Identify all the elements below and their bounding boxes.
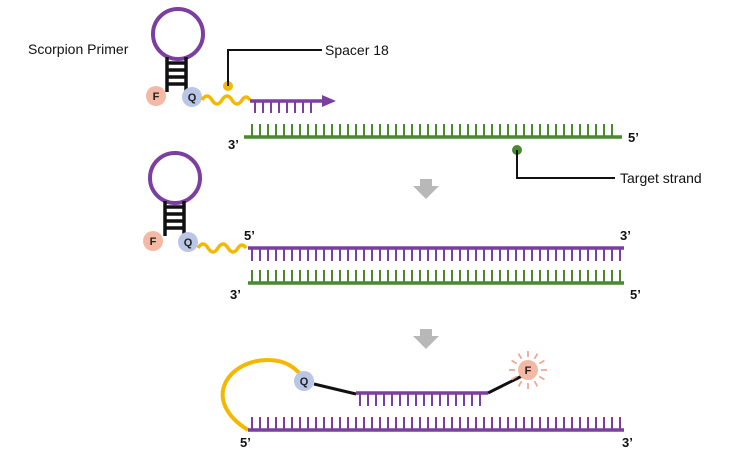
extension-arrowhead [322, 95, 336, 107]
panel-3-probe-binding: Q F 5’ 3’ [220, 351, 633, 450]
starburst-ray [533, 380, 539, 387]
quencher: Q [178, 232, 198, 252]
target-3-end: 3’ [228, 137, 239, 152]
starburst-icon [509, 351, 547, 389]
primer-5-end: 5’ [244, 228, 255, 243]
spacer-linker [196, 242, 248, 254]
spacer-linker [200, 94, 252, 106]
spacer-linker [220, 357, 306, 432]
starburst-ray [538, 375, 545, 381]
starburst-ray [533, 353, 539, 360]
scorpion-primer-label: Scorpion Primer [28, 41, 129, 57]
probe-linker [313, 382, 357, 396]
starburst-ray [511, 359, 518, 365]
target-strand-label: Target strand [620, 170, 702, 186]
probe-linker [487, 374, 523, 395]
quencher-label: Q [300, 376, 309, 388]
target-5-end: 5’ [628, 130, 639, 145]
probe-segment [356, 391, 488, 406]
strand-3-end: 3’ [622, 435, 633, 450]
primer-strand [250, 99, 322, 113]
primer-3-end: 3’ [620, 228, 631, 243]
fluorophore-label: F [150, 236, 157, 248]
quencher-label: Q [188, 92, 197, 104]
extended-primer-strand [248, 246, 624, 261]
quencher: Q [182, 87, 202, 107]
strand-5-end: 5’ [240, 435, 251, 450]
down-arrow-icon [413, 179, 439, 199]
target-5-end: 5’ [630, 287, 641, 302]
target-pointer [512, 145, 615, 179]
target-3-end: 3’ [230, 287, 241, 302]
fluorophore: F [518, 360, 538, 380]
extended-primer-strand [248, 417, 624, 432]
spacer-label: Spacer 18 [325, 42, 389, 58]
starburst-ray [517, 380, 523, 387]
fluorophore: F [146, 86, 166, 106]
hairpin-stem [163, 201, 186, 236]
panel-1-primer-annealing: F Q Spacer 18 Scorpion Primer 3’ 5’ [28, 7, 702, 186]
target-strand [244, 124, 622, 139]
quencher-label: Q [184, 237, 193, 249]
panel-2-extension: F Q 5’ 3’ 3’ 5’ [143, 151, 641, 302]
spacer-pointer [223, 49, 322, 91]
down-arrow-icon [413, 329, 439, 349]
starburst-ray [538, 359, 545, 365]
hairpin-stem [165, 57, 188, 92]
quencher: Q [294, 371, 314, 391]
starburst-ray [511, 375, 518, 381]
hairpin-loop [148, 151, 202, 205]
fluorophore-label: F [525, 365, 532, 377]
starburst-ray [517, 353, 523, 360]
hairpin-loop [151, 7, 205, 61]
fluorophore-label: F [153, 91, 160, 103]
fluorophore: F [143, 231, 163, 251]
target-strand [248, 270, 624, 285]
